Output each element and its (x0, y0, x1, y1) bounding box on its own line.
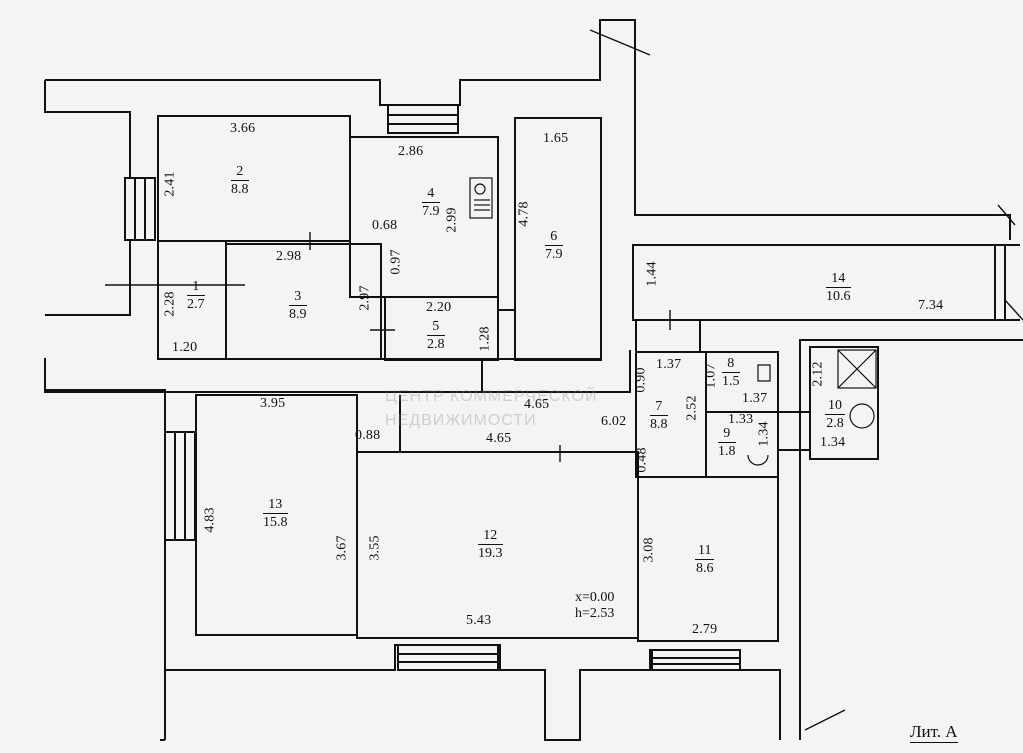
room-number: 6 (545, 228, 563, 246)
dimension-label: 2.28 (162, 291, 178, 317)
dimension-label: 3.08 (641, 537, 657, 563)
dimension-label: 1.44 (644, 261, 660, 287)
room-number: 8 (722, 355, 740, 373)
room-number: 3 (289, 288, 307, 306)
dimension-label: 1.34 (820, 435, 846, 450)
dimension-label: 2.41 (162, 171, 178, 197)
room-area: 8.9 (289, 307, 307, 322)
room-area: 8.8 (231, 182, 249, 197)
dimension-label: 6.02 (601, 414, 627, 429)
room-area: 8.8 (650, 417, 668, 432)
room-number: 14 (826, 270, 851, 288)
dimension-label: 1.37 (742, 391, 768, 406)
room-area: 7.9 (545, 247, 563, 262)
dimension-label: 0.68 (372, 218, 398, 233)
height-note-x: x=0.00 (575, 590, 615, 605)
dimension-label: 1.33 (728, 412, 754, 427)
height-note: x=0.00 h=2.53 (575, 590, 614, 622)
dimension-label: 1.20 (172, 340, 198, 355)
room-number: 11 (695, 542, 715, 560)
dimension-label: 1.37 (656, 357, 682, 372)
room-area: 7.9 (422, 204, 440, 219)
dimension-label: 0.88 (355, 428, 381, 443)
watermark-line-1: ЦЕНТР КОММЕРЧЕСКОЙ (385, 388, 598, 405)
room-area: 19.3 (478, 546, 503, 561)
dimension-label: 7.34 (918, 298, 944, 313)
dimension-label: 1.07 (703, 363, 719, 389)
room-area: 15.8 (263, 515, 288, 530)
sheet-label: Лит. А (910, 722, 958, 743)
dimension-label: 2.20 (426, 300, 452, 315)
room-area: 2.7 (187, 297, 205, 312)
room-number: 7 (650, 398, 668, 416)
dimension-label: 2.12 (810, 361, 826, 387)
dimension-label: 1.28 (477, 326, 493, 352)
room-area: 8.6 (695, 561, 714, 576)
dimension-label: 5.43 (466, 613, 492, 628)
height-note-h: h=2.53 (575, 606, 615, 621)
dimension-label: 3.66 (230, 121, 256, 136)
dimension-label: 0.48 (634, 447, 650, 473)
room-number: 5 (427, 318, 445, 336)
watermark-line-2: НЕДВИЖИМОСТИ (385, 412, 537, 429)
room-area: 2.8 (826, 416, 844, 431)
room-area: 2.8 (427, 337, 445, 352)
dimension-label: 1.65 (543, 131, 569, 146)
room-number: 1 (187, 278, 205, 296)
dimension-label: 4.83 (202, 507, 218, 533)
dimension-label: 3.67 (334, 535, 350, 561)
dimension-label: 4.65 (524, 397, 550, 412)
room-number: 4 (422, 185, 440, 203)
dimension-label: 2.79 (692, 622, 718, 637)
dimension-label: 3.55 (367, 535, 383, 561)
room-number: 9 (718, 425, 736, 443)
room-number: 2 (231, 163, 249, 181)
dimension-label: 2.99 (444, 207, 460, 233)
room-area: 1.8 (718, 444, 736, 459)
dimension-label: 2.97 (357, 285, 373, 311)
dimension-label: 4.65 (486, 431, 512, 446)
dimension-label: 3.95 (260, 396, 286, 411)
dimension-label: 4.78 (516, 201, 532, 227)
room-number: 13 (263, 496, 288, 514)
room-number: 12 (478, 527, 503, 545)
dimension-label: 0.90 (633, 367, 649, 393)
room-number: 10 (825, 397, 845, 415)
dimension-label: 1.34 (756, 421, 772, 447)
dimension-label: 2.98 (276, 249, 302, 264)
room-area: 10.6 (826, 289, 851, 304)
dimension-label: 2.52 (684, 395, 700, 421)
dimension-label: 0.97 (388, 249, 404, 275)
room-area: 1.5 (722, 374, 740, 389)
dimension-label: 2.86 (398, 144, 424, 159)
